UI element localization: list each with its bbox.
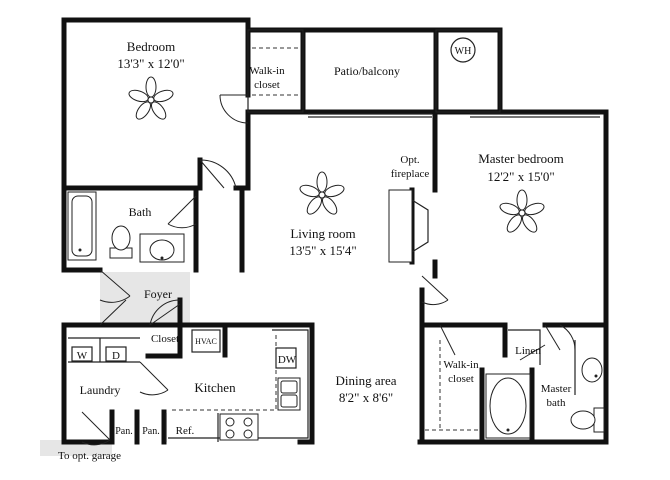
- patio-name: Patio/balcony: [334, 64, 400, 78]
- door-swing-icon: [219, 94, 249, 124]
- pantry-1-label: Pan.: [115, 426, 133, 437]
- garage-note: To opt. garage: [58, 450, 121, 462]
- ceiling-fan-icon: [299, 171, 345, 215]
- door-swing-icon: [81, 411, 111, 446]
- door-swing-icon: [149, 299, 181, 326]
- dryer-label: D: [112, 350, 120, 362]
- doors: [81, 94, 576, 446]
- refrigerator-label: Ref.: [176, 425, 195, 437]
- sink-icon: [139, 233, 185, 263]
- door-swing-icon: [559, 324, 576, 351]
- dishwasher-icon: [275, 347, 297, 369]
- laundry-name: Laundry: [80, 383, 121, 397]
- walkin-closet-1-line2: closet: [254, 79, 280, 91]
- kitchen-name: Kitchen: [194, 380, 236, 395]
- living-room-dims: 13'5" x 15'4": [289, 243, 356, 258]
- toilet-icon: [109, 225, 133, 259]
- linen-label: Linen: [515, 345, 541, 357]
- master-bedroom-name: Master bedroom: [478, 151, 564, 166]
- door-swing-icon: [99, 299, 127, 326]
- bedroom-dims: 13'3" x 12'0": [117, 56, 184, 71]
- bathtub-icon: [485, 373, 531, 439]
- door-swing-icon: [519, 344, 546, 361]
- dining-area-dims: 8'2" x 8'6": [339, 390, 393, 405]
- door-swing-icon: [421, 275, 449, 306]
- bath-name: Bath: [129, 205, 152, 219]
- walkin-closet-2-line2: closet: [448, 373, 474, 385]
- walkin-closet-1-line1: Walk-in: [249, 65, 285, 77]
- door-swing-icon: [139, 361, 169, 396]
- sink-icon: [581, 357, 603, 383]
- fireplace-line1: Opt.: [400, 154, 420, 166]
- fireplace-icon: [388, 189, 429, 263]
- pantry-2-label: Pan.: [142, 426, 160, 437]
- foyer-ground-shade: [100, 272, 190, 324]
- door-swing-icon: [439, 324, 456, 356]
- door-swing-icon: [99, 269, 131, 303]
- ceiling-fan-icon: [499, 189, 545, 233]
- master-bath-line1: Master: [541, 383, 572, 395]
- toilet-icon: [570, 407, 605, 433]
- closet-name: Closet: [151, 333, 179, 345]
- master-bath-line2: bath: [547, 397, 566, 409]
- bathtub-icon: [67, 191, 97, 261]
- door-swing-icon: [199, 159, 237, 189]
- door-swing-icon: [544, 324, 561, 351]
- living-room-name: Living room: [290, 226, 355, 241]
- door-swing-icon: [167, 195, 197, 229]
- hvac-label: HVAC: [195, 337, 217, 346]
- sink-icon: [277, 377, 301, 411]
- washer-icon: [71, 346, 93, 362]
- washer-label: W: [77, 350, 88, 362]
- master-bedroom-dims: 12'2" x 15'0": [487, 169, 554, 184]
- dishwasher-label: DW: [278, 354, 297, 366]
- foyer-name: Foyer: [144, 287, 172, 301]
- fireplace-line2: fireplace: [391, 168, 430, 180]
- hvac-unit: [191, 329, 221, 353]
- stove-icon: [219, 413, 259, 441]
- water-heater-label: WH: [455, 46, 472, 57]
- walkin-closet-2-line1: Walk-in: [443, 359, 479, 371]
- bedroom-name: Bedroom: [127, 39, 175, 54]
- water-heater-icon: [450, 37, 476, 63]
- dining-area-name: Dining area: [335, 373, 396, 388]
- ceiling-fan-icon: [128, 76, 174, 120]
- dryer-icon: [105, 346, 127, 362]
